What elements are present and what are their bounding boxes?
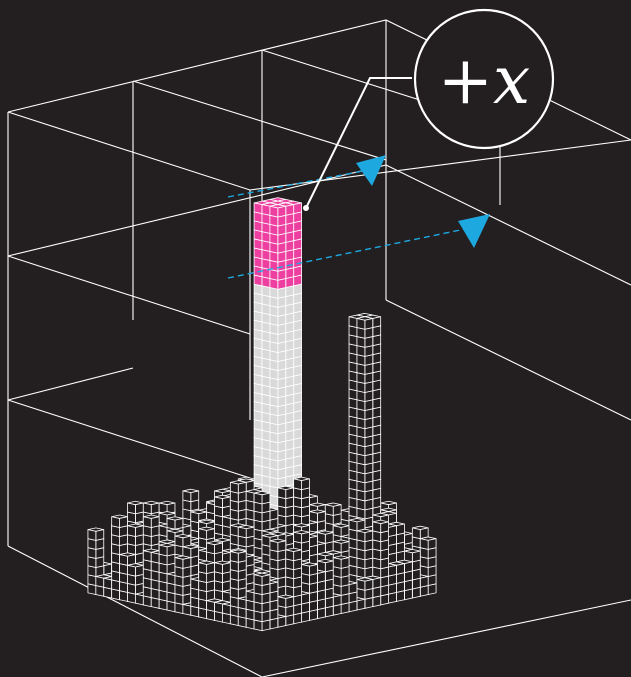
voxel-side: [317, 512, 325, 523]
voxel-side: [191, 491, 199, 502]
voxel-structures: [88, 279, 436, 631]
voxel-side: [96, 530, 104, 541]
voxel-side: [420, 577, 428, 588]
voxel-front: [183, 491, 191, 502]
voxel-side: [404, 534, 412, 545]
voxel-side: [373, 317, 381, 328]
voxel-front: [357, 319, 365, 330]
voxel-side: [428, 539, 436, 550]
voxel-side: [151, 503, 159, 514]
voxel-front: [127, 503, 135, 514]
voxel-front: [412, 528, 420, 539]
voxel-front: [191, 512, 199, 523]
voxel-side: [365, 319, 373, 330]
voxel-front: [341, 510, 349, 521]
voxel-front: [349, 317, 357, 328]
voxel-front: [420, 539, 428, 550]
voxel-front: [88, 530, 96, 541]
voxel-front: [325, 505, 333, 516]
voxel-front: [143, 503, 151, 514]
voxel-front: [207, 503, 215, 514]
voxel-side: [135, 503, 143, 514]
voxel-side: [333, 505, 341, 516]
voxel-front: [96, 577, 104, 588]
